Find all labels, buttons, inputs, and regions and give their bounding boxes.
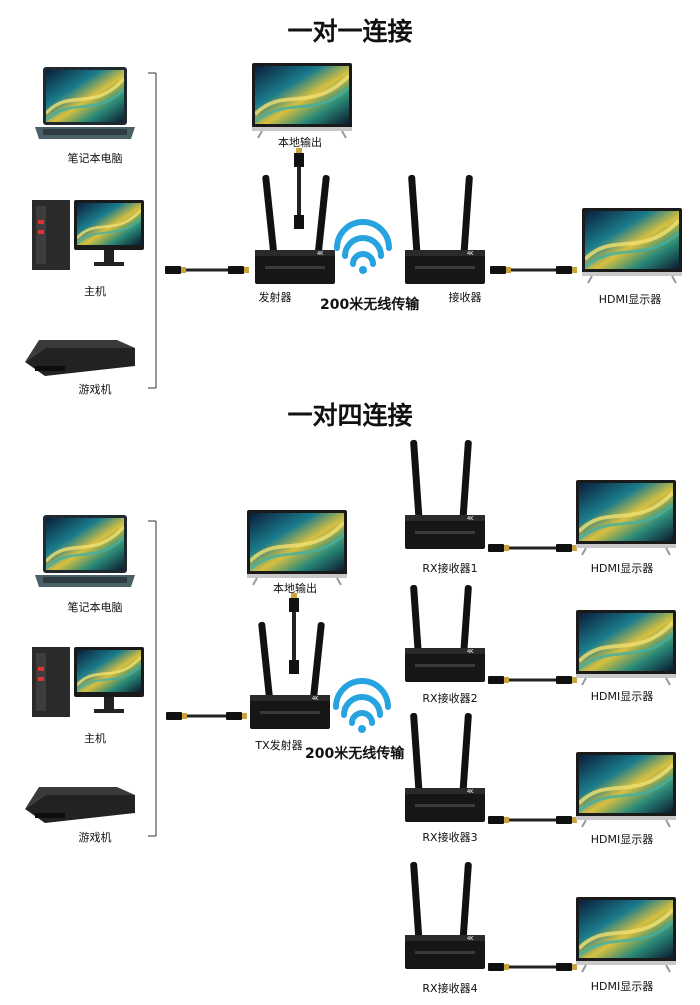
receiver-4-group <box>405 861 676 972</box>
hdmi-display-icon <box>582 208 682 283</box>
desktop-pc-icon <box>32 647 144 717</box>
source-bracket-2 <box>148 520 157 837</box>
console-label: 游戏机 <box>78 383 112 396</box>
transmitter-label: 发射器 <box>258 291 292 304</box>
display-label: HDMI显示器 <box>598 293 662 306</box>
local-output-monitor-icon <box>247 510 347 585</box>
laptop-icon <box>35 67 135 139</box>
wireless-range-label: 200米无线传输 <box>320 297 420 313</box>
transmitter-device-icon <box>250 621 330 729</box>
receiver-2-label: RX接收器2 <box>422 692 478 705</box>
hdmi-cable-icon <box>490 266 577 274</box>
laptop-label: 笔记本电脑 <box>67 601 123 614</box>
game-console-icon <box>25 340 135 376</box>
receiver-3-label: RX接收器3 <box>422 831 478 844</box>
receiver-3-group <box>405 712 676 827</box>
receiver-4-label: RX接收器4 <box>422 982 478 995</box>
game-console-icon <box>25 787 135 823</box>
desktop-label: 主机 <box>84 732 106 745</box>
local-output-label: 本地输出 <box>273 582 317 595</box>
display-4-label: HDMI显示器 <box>590 980 654 993</box>
hdmi-cable-icon <box>166 712 247 720</box>
receiver-1-group <box>405 439 676 555</box>
receiver-2-group <box>405 584 676 685</box>
receiver-1-label: RX接收器1 <box>422 562 478 575</box>
wifi-icon <box>337 222 389 274</box>
laptop-icon <box>35 515 135 587</box>
receiver-label: 接收器 <box>448 291 482 304</box>
section2-title: 一对四连接 <box>287 401 413 430</box>
desktop-pc-icon <box>32 200 144 270</box>
wireless-range-label: 200米无线传输 <box>305 746 405 762</box>
source-bracket-1 <box>148 72 157 389</box>
display-3-label: HDMI显示器 <box>590 833 654 846</box>
laptop-label: 笔记本电脑 <box>67 152 123 165</box>
desktop-label: 主机 <box>84 285 106 298</box>
console-label: 游戏机 <box>78 831 112 844</box>
hdmi-cable-icon <box>165 266 249 274</box>
section1-title: 一对一连接 <box>287 17 413 46</box>
display-1-label: HDMI显示器 <box>590 562 654 575</box>
hdmi-cable-icon <box>294 148 304 229</box>
transmitter-device-icon <box>255 174 335 284</box>
hdmi-cable-icon <box>289 593 299 674</box>
wifi-icon <box>336 681 388 733</box>
receiver-device-icon <box>405 174 485 284</box>
local-output-monitor-icon <box>252 63 352 138</box>
display-2-label: HDMI显示器 <box>590 690 654 703</box>
transmitter-label: TX发射器 <box>255 739 303 752</box>
local-output-label: 本地输出 <box>278 136 322 149</box>
